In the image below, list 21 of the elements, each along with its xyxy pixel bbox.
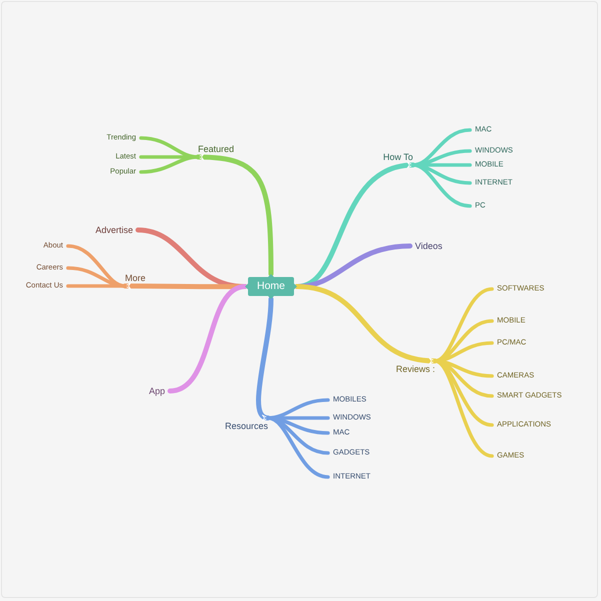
branch-topic-label: More (125, 273, 146, 284)
branch-line (411, 163, 472, 208)
branch-topic-label: Reviews : (396, 364, 435, 374)
branch-line (168, 284, 248, 394)
branch-topic-label: App (148, 386, 170, 396)
branch-line (256, 296, 274, 420)
central-topic-box (245, 274, 297, 299)
branch-line (66, 284, 127, 288)
branch-line (411, 163, 472, 167)
branch-topic-label: Videos (410, 240, 442, 252)
branch-topic-label: Resources (224, 420, 268, 431)
branch-line (411, 163, 472, 185)
branch-line (266, 416, 330, 479)
branch-line (294, 284, 438, 364)
branch-line (266, 416, 330, 435)
branch-topic-label: Featured (198, 144, 234, 154)
branch-topic-label: How To (383, 152, 413, 162)
branch-line (196, 154, 274, 276)
branch-line (139, 155, 200, 174)
topic-label: Home (256, 279, 286, 294)
branch-topic-label: Advertise (95, 224, 138, 236)
